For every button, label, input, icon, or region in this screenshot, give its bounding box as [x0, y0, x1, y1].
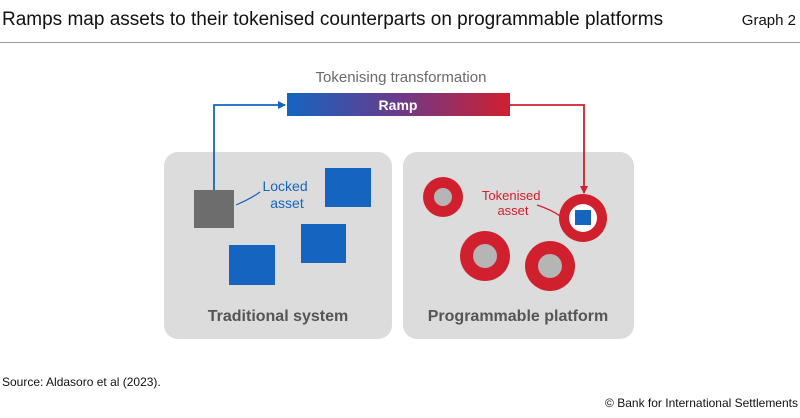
asset-square: [229, 245, 275, 285]
ramp-label: Ramp: [379, 97, 418, 113]
transformation-label: Tokenising transformation: [316, 69, 487, 86]
token-core: [538, 254, 562, 278]
token-core: [473, 244, 497, 268]
tokenised-asset-callout: Tokenised asset: [482, 188, 544, 218]
locked-asset-callout-line: [235, 191, 261, 206]
tokenised-asset-square: [575, 210, 591, 225]
locked-asset-callout-line-1: Locked: [262, 178, 307, 194]
programmable-platform-label: Programmable platform: [428, 308, 608, 325]
token-core: [434, 188, 452, 206]
header-divider: [0, 42, 800, 43]
locked-asset: [194, 190, 234, 228]
tokenised-asset-callout-line: [536, 204, 561, 217]
source-note: Source: Aldasoro et al (2023).: [2, 375, 161, 389]
copyright-note: © Bank for International Settlements: [605, 396, 798, 410]
graph-number: Graph 2: [741, 12, 796, 29]
header: Ramps map assets to their tokenised coun…: [0, 0, 800, 40]
ramp-in-arrow: [213, 101, 286, 190]
asset-square: [301, 224, 346, 263]
ramp-bar: [287, 93, 510, 116]
tokenised-asset-callout-line-1: Tokenised: [482, 188, 541, 203]
traditional-system-label: Traditional system: [208, 308, 349, 325]
locked-asset-callout: Locked asset: [262, 178, 311, 211]
locked-asset-callout-line-2: asset: [270, 195, 304, 211]
tokenised-asset-callout-line-2: asset: [497, 203, 528, 218]
graph-title: Ramps map assets to their tokenised coun…: [2, 9, 664, 30]
ramp-out-arrow: [510, 104, 588, 194]
asset-square: [325, 168, 371, 207]
